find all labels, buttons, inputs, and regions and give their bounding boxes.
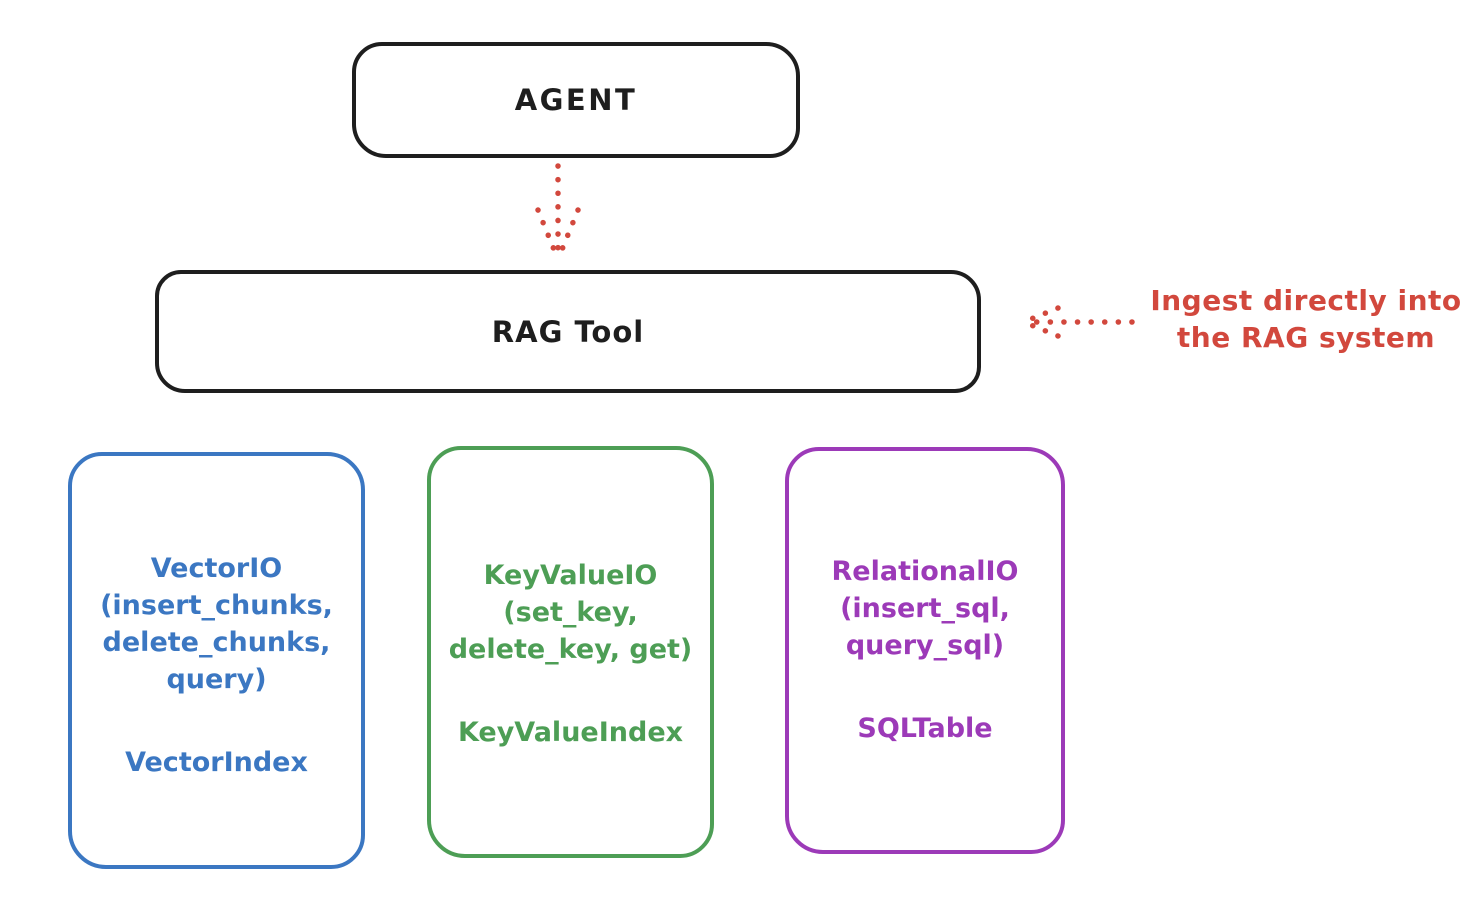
relational-io-title: RelationalIO	[831, 556, 1019, 587]
key-value-io-title: KeyValueIO	[483, 560, 658, 591]
ingest-arrow-icon	[1023, 305, 1135, 339]
agent-to-ragtool-arrow-icon	[535, 163, 581, 257]
ingest-annotation: Ingest directly into the RAG system	[1136, 282, 1476, 356]
key-value-io-node: KeyValueIO (set_key, delete_key, get) Ke…	[427, 446, 714, 858]
agent-node: AGENT	[352, 42, 800, 158]
vector-io-methods-line3: query)	[166, 664, 267, 695]
sql-table-label: SQLTable	[857, 713, 993, 744]
relational-io-methods-line2: query_sql)	[845, 630, 1005, 661]
rag-tool-label: RAG Tool	[491, 314, 645, 349]
key-value-io-methods-line2: delete_key, get)	[448, 634, 693, 665]
rag-tool-node: RAG Tool	[155, 270, 981, 393]
vector-io-title: VectorIO	[150, 553, 283, 584]
relational-io-node: RelationalIO (insert_sql, query_sql) SQL…	[785, 447, 1065, 854]
key-value-index-label: KeyValueIndex	[457, 717, 684, 748]
vector-index-label: VectorIndex	[125, 747, 308, 778]
key-value-io-methods-line1: (set_key,	[503, 597, 638, 628]
vector-io-methods-line2: delete_chunks,	[102, 627, 331, 658]
relational-io-methods-line1: (insert_sql,	[840, 593, 1010, 624]
agent-label: AGENT	[514, 83, 638, 117]
vector-io-methods-line1: (insert_chunks,	[100, 590, 333, 621]
vector-io-node: VectorIO (insert_chunks, delete_chunks, …	[68, 452, 365, 869]
ingest-annotation-line1: Ingest directly into	[1150, 284, 1462, 317]
ingest-annotation-line2: the RAG system	[1176, 321, 1436, 354]
